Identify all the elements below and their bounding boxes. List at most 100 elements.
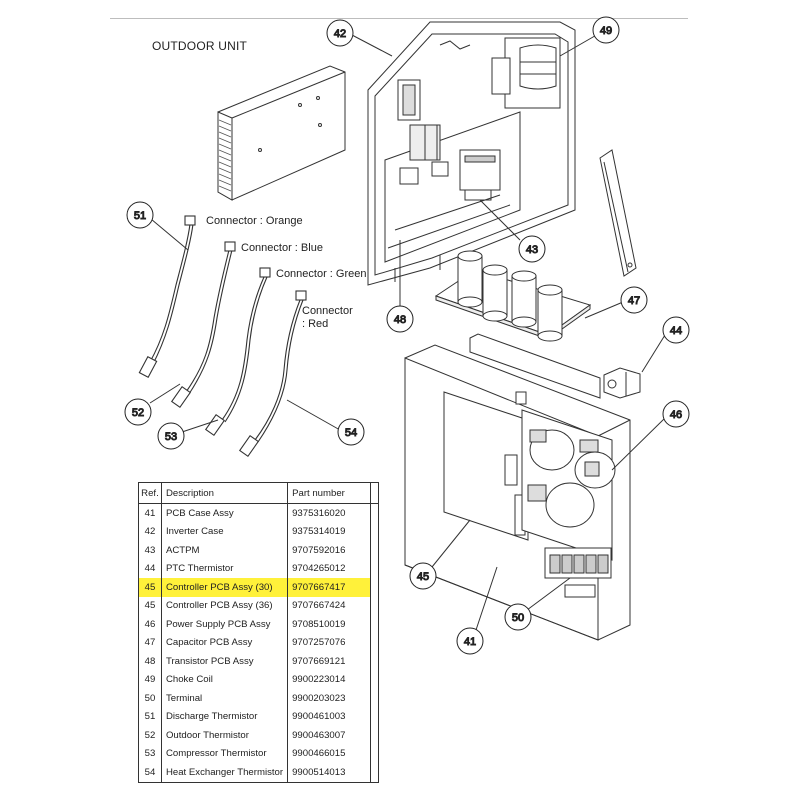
row-part-number: 9707669121 [287,652,372,671]
table-row: 48 Transistor PCB Assy 9707669121 [138,652,379,671]
row-part-number: 9900461003 [287,707,372,726]
callout-46: 46 [662,400,690,428]
row-description: Inverter Case [160,522,289,541]
callout-52: 52 [124,398,152,426]
svg-text:51: 51 [134,210,146,222]
table-row: 50 Terminal 9900203023 [138,689,379,708]
row-part-number: 9900466015 [287,744,372,763]
table-row: 54 Heat Exchanger Thermistor 9900514013 [138,763,379,783]
row-part-number: 9900514013 [287,763,372,783]
connector-green-label: Connector : Green [276,268,367,280]
table-row: 53 Compressor Thermistor 9900466015 [138,744,379,763]
table-row: 41 PCB Case Assy 9375316020 [138,503,379,523]
header-part-number: Part number [287,482,372,504]
callout-balloons: 42 49 43 48 47 44 46 45 [124,16,690,655]
row-description: ACTPM [160,541,289,560]
svg-text:47: 47 [628,295,640,307]
row-ref: 45 [138,596,162,615]
table-header-row: Ref. Description Part number [138,482,379,504]
table-row: 45 Controller PCB Assy (36) 9707667424 [138,596,379,615]
callout-45: 45 [409,562,437,590]
heat-sink-drawing [217,65,346,201]
svg-text:41: 41 [464,636,476,648]
svg-text:42: 42 [334,28,346,40]
table-row: 47 Capacitor PCB Assy 9707257076 [138,633,379,652]
row-description: Controller PCB Assy (30) [160,578,289,597]
row-ref: 48 [138,652,162,671]
row-ref: 49 [138,670,162,689]
row-ref: 42 [138,522,162,541]
pcb-case-drawing [404,333,631,641]
svg-text:45: 45 [417,571,429,583]
svg-text:54: 54 [345,427,357,439]
row-ref: 44 [138,559,162,578]
row-description: PTC Thermistor [160,559,289,578]
row-ref: 54 [138,763,162,783]
row-part-number: 9704265012 [287,559,372,578]
callout-42: 42 [326,19,354,47]
callout-51: 51 [126,201,154,229]
svg-text:52: 52 [132,407,144,419]
header-ref: Ref. [138,482,162,504]
table-row: 52 Outdoor Thermistor 9900463007 [138,726,379,745]
row-description: PCB Case Assy [160,503,289,523]
row-part-number: 9707257076 [287,633,372,652]
row-description: Compressor Thermistor [160,744,289,763]
row-part-number: 9707667417 [287,578,372,597]
svg-text:43: 43 [526,244,538,256]
header-description: Description [160,482,289,504]
table-row: 46 Power Supply PCB Assy 9708510019 [138,615,379,634]
diagram-title: OUTDOOR UNIT [152,39,248,53]
row-ref: 47 [138,633,162,652]
row-description: Transistor PCB Assy [160,652,289,671]
row-description: Choke Coil [160,670,289,689]
svg-text:48: 48 [394,314,406,326]
row-description: Controller PCB Assy (36) [160,596,289,615]
callout-43: 43 [518,235,546,263]
row-description: Power Supply PCB Assy [160,615,289,634]
callout-48: 48 [386,305,414,333]
row-description: Capacitor PCB Assy [160,633,289,652]
row-description: Terminal [160,689,289,708]
table-row-highlighted: 45 Controller PCB Assy (30) 9707667417 [138,578,379,597]
connector-orange-label: Connector : Orange [206,215,303,227]
row-description: Heat Exchanger Thermistor [160,763,289,783]
callout-44: 44 [662,316,690,344]
ptc-thermistor-drawing [603,367,641,399]
svg-text:53: 53 [165,431,177,443]
side-bracket-drawing [599,149,637,277]
callout-50: 50 [504,603,532,631]
row-ref: 46 [138,615,162,634]
row-part-number: 9707592016 [287,541,372,560]
connector-blue-label: Connector : Blue [241,242,323,254]
row-part-number: 9708510019 [287,615,372,634]
connector-red-label-line1: Connector [302,305,353,317]
row-description: Outdoor Thermistor [160,726,289,745]
row-ref: 45 [138,578,162,597]
header-blank [370,482,379,504]
callout-49: 49 [592,16,620,44]
table-row: 44 PTC Thermistor 9704265012 [138,559,379,578]
table-row: 49 Choke Coil 9900223014 [138,670,379,689]
row-ref: 41 [138,503,162,523]
svg-text:44: 44 [670,325,682,337]
inverter-case-drawing [367,21,576,286]
row-ref: 50 [138,689,162,708]
callout-54: 54 [337,418,365,446]
svg-text:50: 50 [512,612,524,624]
capacitor-pcb-drawing [434,250,592,342]
leader-lines [149,32,666,637]
connector-red-label-line2: : Red [302,318,328,330]
row-part-number: 9707667424 [287,596,372,615]
row-ref: 51 [138,707,162,726]
row-ref: 43 [138,541,162,560]
parts-list-table: Ref. Description Part number 41 PCB Case… [138,482,379,783]
svg-text:46: 46 [670,409,682,421]
row-part-number: 9375314019 [287,522,372,541]
row-ref: 52 [138,726,162,745]
thermistor-cables [138,215,307,458]
callout-41: 41 [456,627,484,655]
table-row: 42 Inverter Case 9375314019 [138,522,379,541]
table-row: 43 ACTPM 9707592016 [138,541,379,560]
